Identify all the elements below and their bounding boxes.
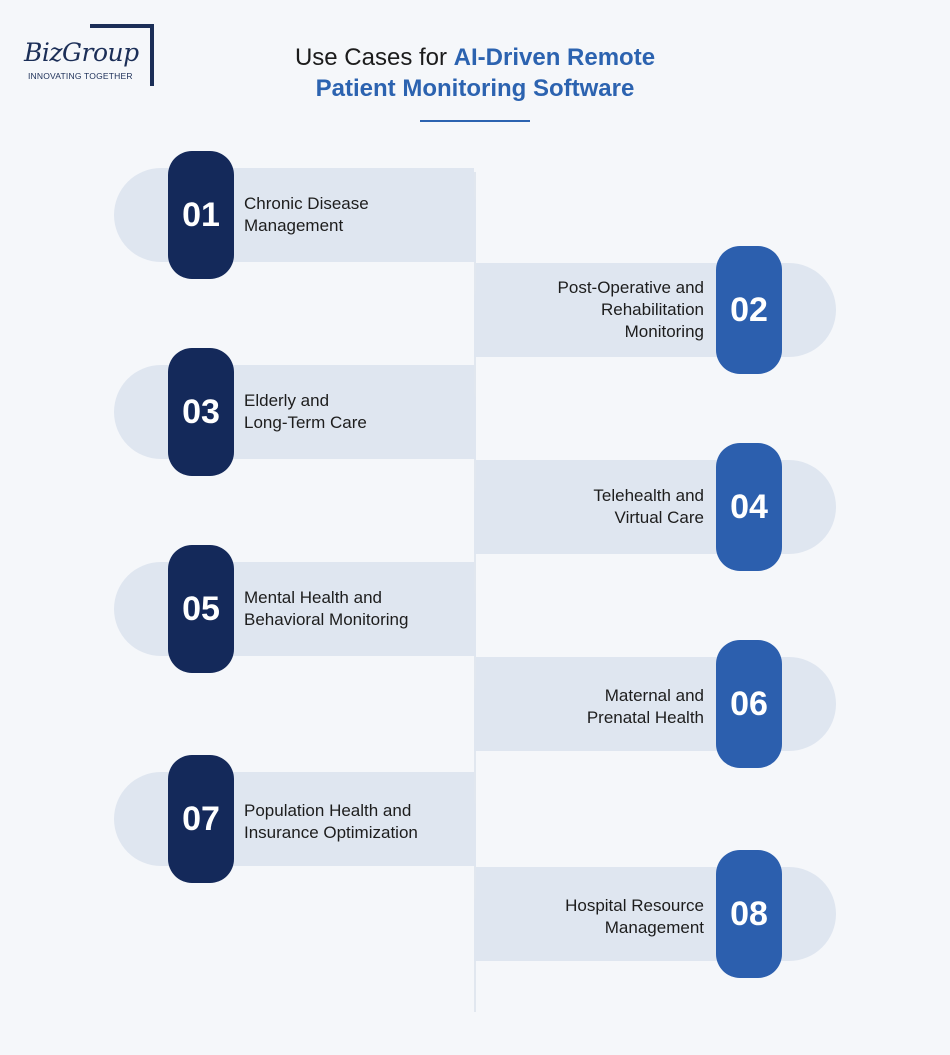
use-case-number-05: 05 <box>168 545 234 673</box>
title-plain: Use Cases for <box>294 44 454 71</box>
title-accent-1: AI-Driven Remote <box>453 44 656 71</box>
label-line: Telehealth and <box>593 486 704 505</box>
label-line: Prenatal Health <box>586 708 704 727</box>
label-line: Chronic Disease <box>244 194 369 213</box>
use-case-number-06: 06 <box>716 640 782 768</box>
label-line: Population Health and <box>244 801 412 820</box>
use-case-number-07: 07 <box>168 755 234 883</box>
label-line: Hospital Resource <box>565 896 704 915</box>
label-line: Elderly and <box>244 391 330 410</box>
timeline-spine <box>474 172 476 1012</box>
label-line: Rehabilitation <box>600 300 704 319</box>
logo-tagline: INNOVATING TOGETHER <box>28 71 133 81</box>
use-case-number-02: 02 <box>716 246 782 374</box>
logo-frame <box>90 24 154 86</box>
label-line: Long-Term Care <box>244 413 367 432</box>
use-case-number-03: 03 <box>168 348 234 476</box>
use-case-number-04: 04 <box>716 443 782 571</box>
page-title: Use Cases for AI-Driven Remote Patient M… <box>200 42 750 104</box>
label-line: Virtual Care <box>614 508 704 527</box>
label-line: Mental Health and <box>244 588 382 607</box>
logo: BizGroup INNOVATING TOGETHER <box>22 24 162 88</box>
label-line: Maternal and <box>604 686 704 705</box>
use-case-number-01: 01 <box>168 151 234 279</box>
label-line: Insurance Optimization <box>244 823 418 842</box>
use-case-number-08: 08 <box>716 850 782 978</box>
title-underline <box>420 120 530 122</box>
label-line: Management <box>604 918 704 937</box>
logo-name: BizGroup <box>24 38 139 67</box>
label-line: Monitoring <box>624 322 704 341</box>
label-line: Management <box>244 216 344 235</box>
title-accent-2: Patient Monitoring Software <box>315 75 635 102</box>
label-line: Post-Operative and <box>557 278 704 297</box>
label-line: Behavioral Monitoring <box>244 610 409 629</box>
